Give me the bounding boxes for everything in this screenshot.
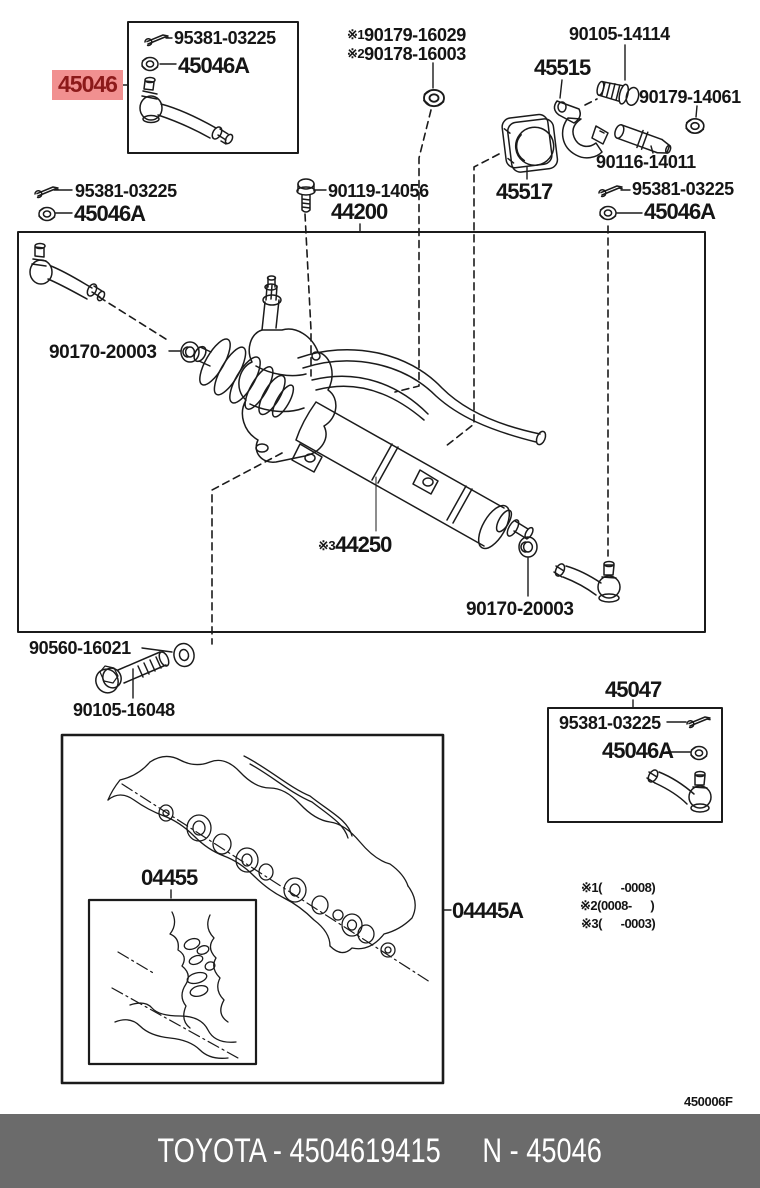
part-label-45046a[interactable]: 45046A [644,199,716,224]
inner-kit-drawing [111,911,239,1059]
ref-mark-3: ※3 [318,538,336,553]
rack-nut-icon [180,341,200,363]
dashed-assembly-lines [98,98,609,645]
cotter-pin-icon [34,186,59,199]
cotter-pin-icon [686,716,711,729]
part-label-bracket-bolt[interactable]: 90105-16048 [73,700,175,720]
clamp-nut-icon [685,118,705,134]
grommet-drawing [501,113,559,173]
part-label-cotter-pin[interactable]: 95381-03225 [559,713,661,733]
leader-lines [53,37,698,911]
bolt-icon [596,80,640,106]
tie-rod-end-drawing [553,560,621,603]
ref-mark-2: ※2 [347,46,365,61]
part-label-44250[interactable]: ※344250 [318,532,392,557]
footer-bar: TOYOTA - 4504619415 N - 45046 [0,1114,760,1188]
part-label-45047[interactable]: 45047 [605,677,662,702]
tie-rod-end-drawing [139,76,234,145]
main-assembly-box [17,231,706,633]
grommet-nut-icon [423,88,445,108]
date-range-note-3: ※3( -0003) [581,916,656,931]
diagram-code: 450006F [684,1094,733,1109]
part-label-rack-nut[interactable]: 90170-20003 [49,342,157,363]
date-range-note-1: ※1( -0008) [581,880,656,895]
part-label-housing-bolt[interactable]: 90119-14056 [328,181,429,201]
part-label-cotter-pin[interactable]: 95381-03225 [632,179,734,199]
part-label-cotter-pin[interactable]: 95381-03225 [75,181,177,201]
nut-icon [38,206,56,222]
part-label-clamp-stud[interactable]: 90116-14011 [596,152,696,172]
part-label-45046a[interactable]: 45046A [178,53,250,78]
part-label-clamp-bolt[interactable]: 90105-14114 [569,24,670,44]
tie-rod-end-drawing [646,769,712,813]
part-label-grommet-bolt-1[interactable]: ※190179-16029 [347,25,466,45]
clamp-drawing [553,100,609,159]
bolt-drawing [95,651,170,694]
kit-box-45047 [547,707,723,823]
footer-catalog-number: N - 45046 [482,1131,603,1170]
gasket-kit-drawing [107,755,431,983]
part-label-grommet-bolt-2[interactable]: ※290178-16003 [347,44,466,64]
stud-icon [614,124,672,154]
part-label-04455[interactable]: 04455 [141,865,198,890]
gasket-kit-box [60,733,445,1085]
bolt-icon [296,178,316,213]
part-label-rack-nut[interactable]: 90170-20003 [466,599,574,620]
part-label-45517[interactable]: 45517 [496,179,553,204]
part-label-04445a[interactable]: 04445A [452,898,524,923]
date-range-note-2: ※2(0008- ) [580,898,655,913]
footer-part-number: TOYOTA - 4504619415 [157,1131,442,1170]
part-label-45046a[interactable]: 45046A [602,738,674,763]
ref-mark-1: ※1 [347,27,365,42]
cotter-pin-icon [144,34,169,47]
part-label-cotter-pin[interactable]: 95381-03225 [174,28,276,48]
part-label-45046a[interactable]: 45046A [74,201,146,226]
kit-box-45046 [127,21,299,154]
steering-rack-drawing [193,275,547,550]
gasket-kit-inner-box [87,898,258,1066]
nut-icon [690,745,708,761]
part-label-clamp-nut[interactable]: 90179-14061 [639,87,741,107]
cotter-pin-icon [598,185,623,198]
part-label-44200[interactable]: 44200 [331,199,388,224]
tie-rod-end-drawing [29,242,106,302]
rack-nut-icon [518,536,538,558]
washer-icon [173,642,195,668]
part-label-45515[interactable]: 45515 [534,55,591,80]
nut-icon [599,205,617,221]
part-label-bracket-washer[interactable]: 90560-16021 [29,638,131,658]
nut-icon [141,56,159,72]
highlighted-part-45046[interactable]: 45046 [52,70,123,100]
